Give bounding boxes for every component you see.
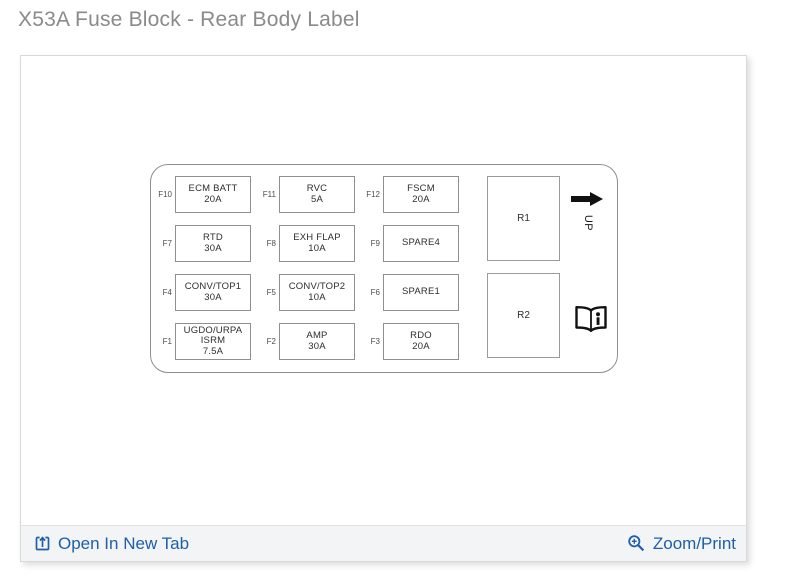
fuse-id-label: F5 bbox=[266, 288, 276, 297]
relay-box-r1: R1 bbox=[487, 176, 560, 261]
fuse-box: SPARE4 bbox=[383, 225, 459, 262]
fuse-box: CONV/TOP2 10A bbox=[279, 274, 355, 311]
fuse-id-label: F4 bbox=[162, 288, 172, 297]
diagram-panel: F10 ECM BATT 20A F11 RVC 5A F12 FSCM 20A… bbox=[20, 55, 747, 562]
fuse-id-label: F2 bbox=[266, 337, 276, 346]
fuse-cell: F3 RDO 20A bbox=[364, 323, 462, 360]
fuse-id-label: F6 bbox=[370, 288, 380, 297]
fuse-cell: F2 AMP 30A bbox=[260, 323, 358, 360]
zoom-print-link[interactable]: Zoom/Print bbox=[627, 534, 736, 554]
fuse-cell: F8 EXH FLAP 10A bbox=[260, 225, 358, 262]
open-in-new-tab-label: Open In New Tab bbox=[58, 533, 190, 553]
footer-bar: Open In New Tab Zoom/Print bbox=[21, 525, 746, 561]
fuse-cell: F11 RVC 5A bbox=[260, 176, 358, 213]
up-arrow-icon bbox=[571, 191, 604, 207]
fuse-block-outline: F10 ECM BATT 20A F11 RVC 5A F12 FSCM 20A… bbox=[150, 164, 618, 373]
fuse-id-label: F7 bbox=[162, 239, 172, 248]
relay-box-r2: R2 bbox=[487, 273, 560, 358]
fuse-cell: F7 RTD 30A bbox=[156, 225, 254, 262]
fuse-id-label: F12 bbox=[366, 190, 380, 199]
fuse-grid: F10 ECM BATT 20A F11 RVC 5A F12 FSCM 20A… bbox=[156, 176, 462, 360]
fuse-id-label: F1 bbox=[162, 337, 172, 346]
fuse-box: FSCM 20A bbox=[383, 176, 459, 213]
fuse-box: ECM BATT 20A bbox=[175, 176, 251, 213]
open-in-new-tab-link[interactable]: Open In New Tab bbox=[34, 534, 189, 554]
fuse-box: RVC 5A bbox=[279, 176, 355, 213]
page-title: X53A Fuse Block - Rear Body Label bbox=[18, 8, 360, 31]
fuse-id-label: F9 bbox=[370, 239, 380, 248]
zoom-print-label: Zoom/Print bbox=[652, 533, 736, 553]
fuse-box: EXH FLAP 10A bbox=[279, 225, 355, 262]
fuse-id-label: F11 bbox=[262, 190, 276, 199]
fuse-cell: F12 FSCM 20A bbox=[364, 176, 462, 213]
fuse-cell: F4 CONV/TOP1 30A bbox=[156, 274, 254, 311]
zoom-icon bbox=[627, 534, 646, 553]
fuse-cell: F6 SPARE1 bbox=[364, 274, 462, 311]
fuse-cell: F10 ECM BATT 20A bbox=[156, 176, 254, 213]
fuse-cell: F9 SPARE4 bbox=[364, 225, 462, 262]
fuse-box: RDO 20A bbox=[383, 323, 459, 360]
fuse-box: CONV/TOP1 30A bbox=[175, 274, 251, 311]
fuse-cell: F1 UGDO/URPA ISRM 7.5A bbox=[156, 323, 254, 360]
fuse-box: RTD 30A bbox=[175, 225, 251, 262]
diagram-canvas: F10 ECM BATT 20A F11 RVC 5A F12 FSCM 20A… bbox=[21, 56, 746, 525]
up-label: UP bbox=[582, 214, 594, 232]
fuse-cell: F5 CONV/TOP2 10A bbox=[260, 274, 358, 311]
fuse-id-label: F3 bbox=[370, 337, 380, 346]
open-in-new-tab-icon bbox=[34, 535, 51, 552]
manual-book-icon bbox=[574, 306, 608, 333]
fuse-box: AMP 30A bbox=[279, 323, 355, 360]
fuse-id-label: F10 bbox=[158, 190, 172, 199]
fuse-box: SPARE1 bbox=[383, 274, 459, 311]
fuse-id-label: F8 bbox=[266, 239, 276, 248]
fuse-box: UGDO/URPA ISRM 7.5A bbox=[175, 323, 251, 360]
